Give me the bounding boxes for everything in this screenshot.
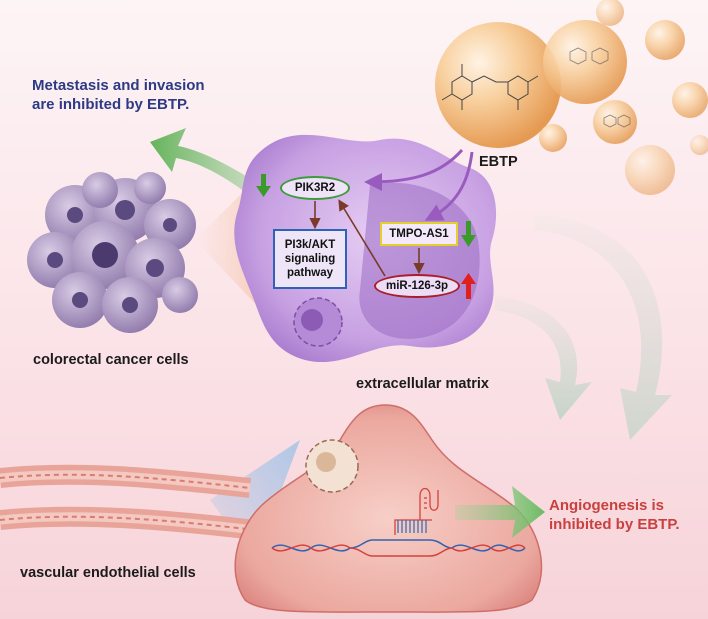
ecm-arrow-1 [495,295,592,420]
metastasis-arrow [150,128,265,200]
angiogenesis-line-2: inhibited by EBTP. [549,516,680,533]
pi3k-line-1: PI3k/AKT [284,239,336,251]
tmpo-as1-node: TMPO-AS1 [380,222,458,246]
vascular-label: vascular endothelial cells [20,565,196,581]
metastasis-line-2: are inhibited by EBTP. [32,96,190,113]
angiogenesis-arrow [455,486,545,538]
angiogenesis-text: Angiogenesis is inhibited by EBTP. [549,496,680,534]
ebtp-label: EBTP [479,154,518,170]
rna-icon [394,487,439,535]
metastasis-line-1: Metastasis and invasion [32,77,205,94]
up-arrow-mir [461,273,476,299]
pi3k-line-2: signaling [284,253,336,265]
down-arrow-tmpo [461,221,476,247]
extracellular-label: extracellular matrix [356,376,489,392]
sphere-icon [435,0,708,195]
cancer-cell-cluster-icon [27,172,198,333]
dna-icon [271,539,526,557]
molecule-structure [441,64,539,110]
angiogenesis-line-1: Angiogenesis is [549,497,665,514]
pi3k-line-3: pathway [286,267,333,279]
metastasis-text: Metastasis and invasion are inhibited by… [32,76,205,114]
endothelial-cell [234,404,543,613]
blood-vessel-icon [0,464,257,540]
pik3r2-node: PIK3R2 [280,176,350,200]
down-arrow-pik3r2 [256,174,271,197]
ecm-arrow-2 [535,215,672,440]
mir-126-3p-node: miR-126-3p [374,274,460,298]
pi3k-akt-node: PI3k/AKT signaling pathway [273,229,347,289]
colorectal-label: colorectal cancer cells [33,352,189,368]
